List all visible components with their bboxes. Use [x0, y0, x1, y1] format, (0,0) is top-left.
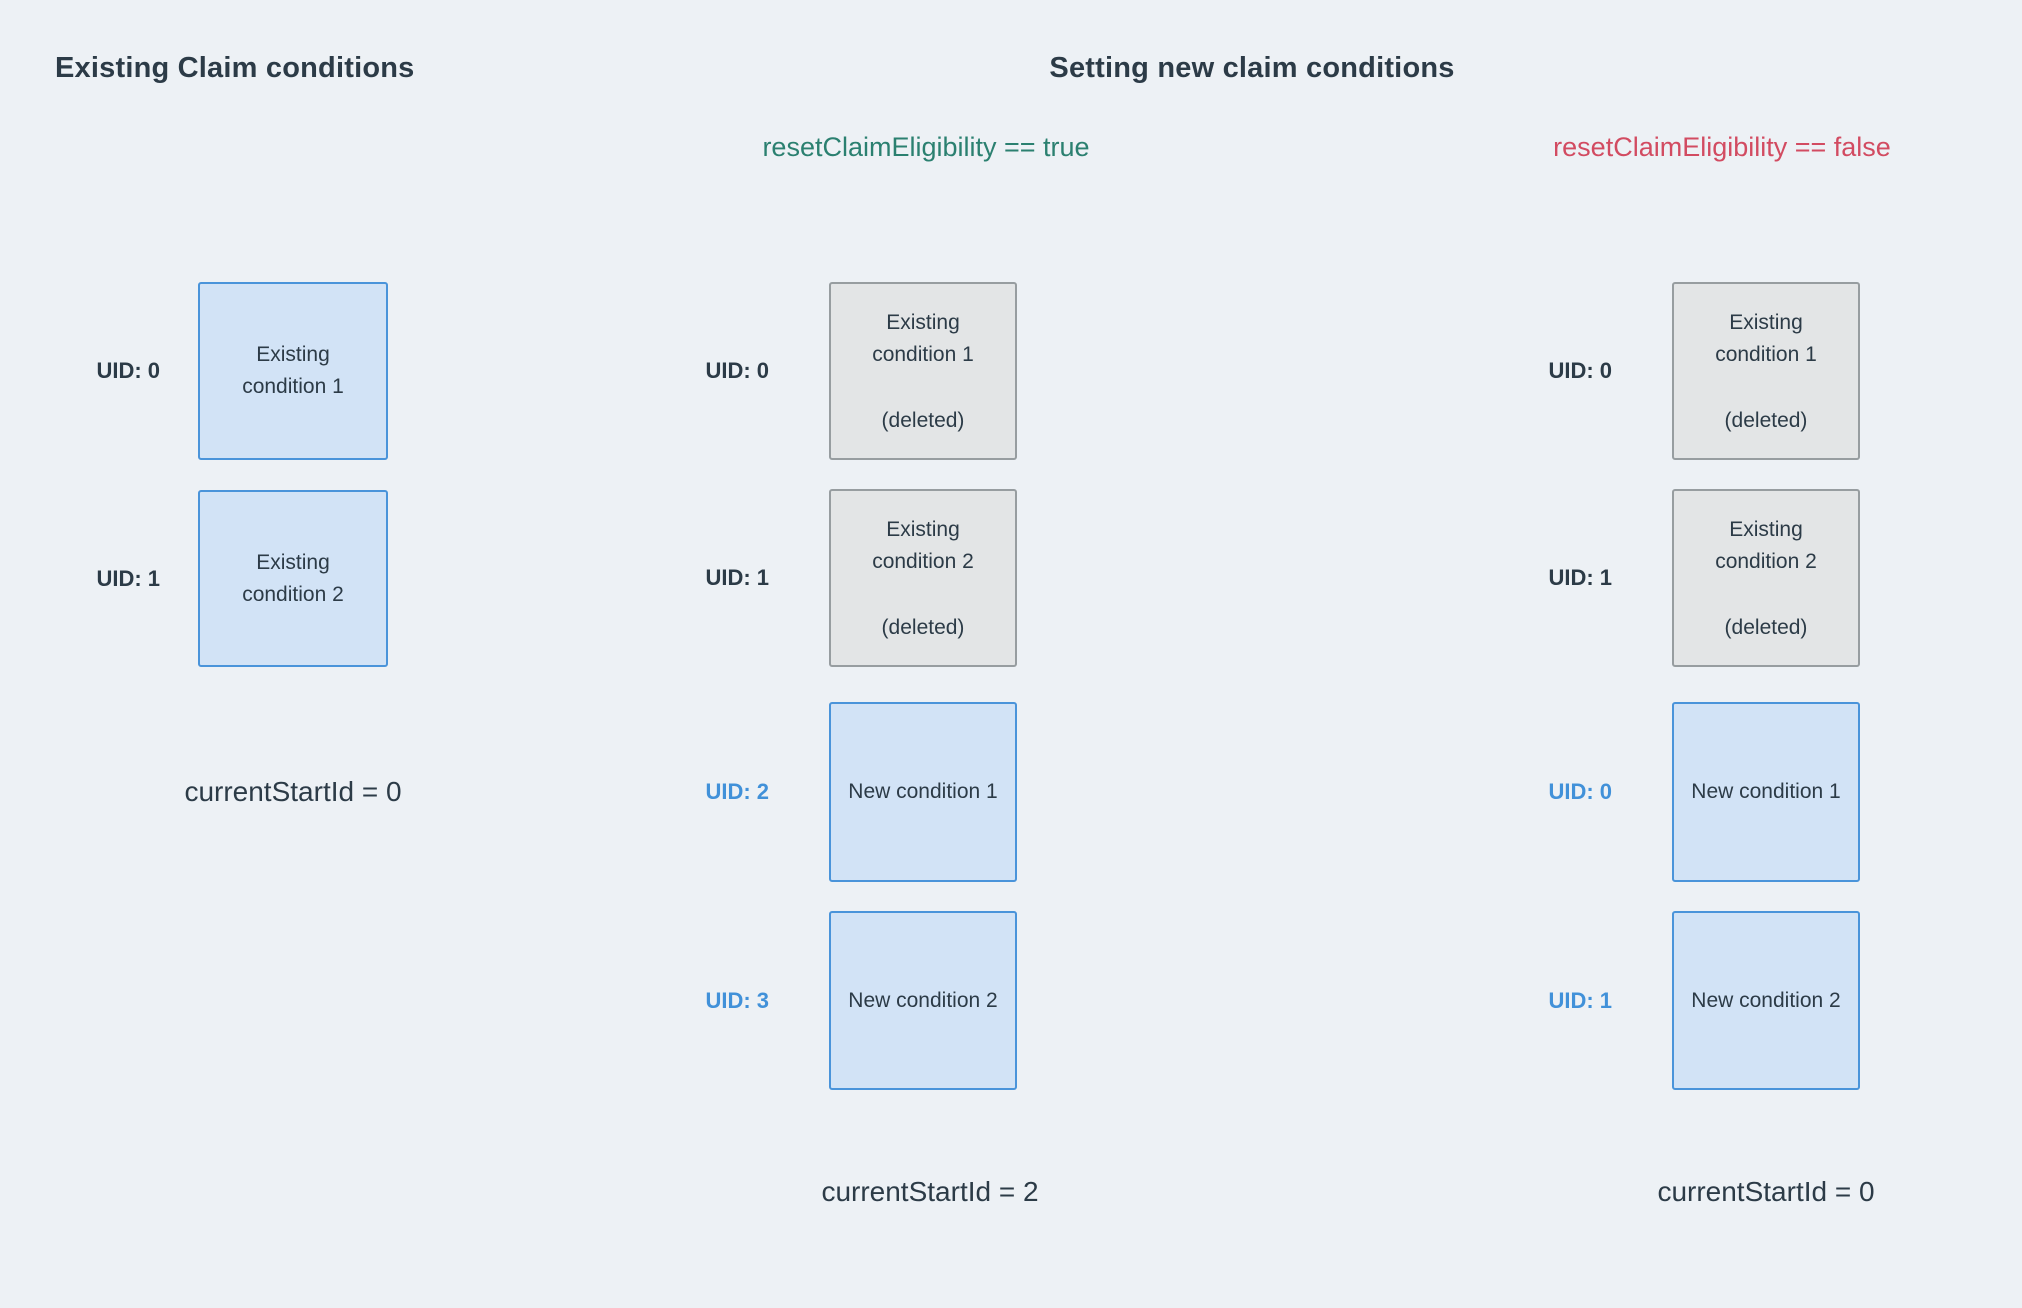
deleted-status: (deleted) [881, 409, 965, 432]
condition-box-label: Existing condition 2 [872, 518, 974, 573]
current-start-id-false-case: currentStartId = 0 [1657, 1176, 1875, 1207]
condition-box-label: Existing condition 1 [872, 311, 974, 366]
condition-box-deleted: Existing condition 1 (deleted) [829, 282, 1017, 460]
uid-label: UID: 0 [705, 358, 769, 383]
uid-label: UID: 0 [1548, 358, 1612, 383]
false-case-row-0: UID: 0 Existing condition 1 (deleted) [1548, 282, 1860, 460]
condition-box-label: Existing condition 2 [1715, 518, 1817, 573]
true-case-row-1: UID: 1 Existing condition 2 (deleted) [705, 489, 1017, 667]
condition-box: Existing condition 2 [198, 490, 388, 667]
condition-box-label: New condition 2 [848, 988, 998, 1012]
current-start-id-existing: currentStartId = 0 [184, 776, 402, 807]
condition-box-new: New condition 1 [829, 702, 1017, 882]
condition-box-label: Existing condition 1 [1715, 311, 1817, 366]
false-case-row-2: UID: 0 New condition 1 [1548, 702, 1860, 882]
existing-row-1: UID: 1 Existing condition 2 [96, 490, 388, 667]
false-case-row-3: UID: 1 New condition 2 [1548, 911, 1860, 1090]
reset-eligibility-false-label: resetClaimEligibility == false [1553, 132, 1891, 162]
condition-box-label: New condition 2 [1691, 988, 1841, 1012]
current-start-id-true-case: currentStartId = 2 [821, 1176, 1039, 1207]
setting-new-claim-conditions-title: Setting new claim conditions [1049, 52, 1455, 84]
uid-label: UID: 1 [96, 565, 160, 591]
deleted-status: (deleted) [881, 616, 965, 639]
uid-label: UID: 0 [96, 358, 160, 383]
uid-label: UID: 1 [1548, 987, 1612, 1013]
uid-label: UID: 0 [1548, 779, 1612, 804]
condition-box-label: New condition 1 [1691, 780, 1841, 803]
uid-label: UID: 3 [705, 987, 769, 1013]
condition-box-deleted: Existing condition 2 (deleted) [1672, 489, 1860, 667]
condition-box-deleted: Existing condition 2 (deleted) [829, 489, 1017, 667]
true-case-row-0: UID: 0 Existing condition 1 (deleted) [705, 282, 1017, 460]
condition-box: Existing condition 1 [198, 282, 388, 460]
condition-box-new: New condition 1 [1672, 702, 1860, 882]
reset-eligibility-true-label: resetClaimEligibility == true [762, 132, 1090, 162]
uid-label: UID: 2 [705, 779, 769, 804]
true-case-row-2: UID: 2 New condition 1 [705, 702, 1017, 882]
condition-box-label: Existing condition 1 [242, 343, 344, 398]
condition-box-new: New condition 2 [829, 911, 1017, 1090]
deleted-status: (deleted) [1724, 409, 1808, 432]
false-case-row-1: UID: 1 Existing condition 2 (deleted) [1548, 489, 1860, 667]
existing-row-0: UID: 0 Existing condition 1 [96, 282, 388, 460]
condition-box-deleted: Existing condition 1 (deleted) [1672, 282, 1860, 460]
true-case-row-3: UID: 3 New condition 2 [705, 911, 1017, 1090]
condition-box-new: New condition 2 [1672, 911, 1860, 1090]
condition-box-label: Existing condition 2 [242, 550, 344, 606]
deleted-status: (deleted) [1724, 616, 1808, 639]
uid-label: UID: 1 [1548, 565, 1612, 590]
existing-claim-conditions-title: Existing Claim conditions [55, 52, 415, 84]
condition-box-label: New condition 1 [848, 780, 998, 803]
uid-label: UID: 1 [705, 565, 769, 590]
